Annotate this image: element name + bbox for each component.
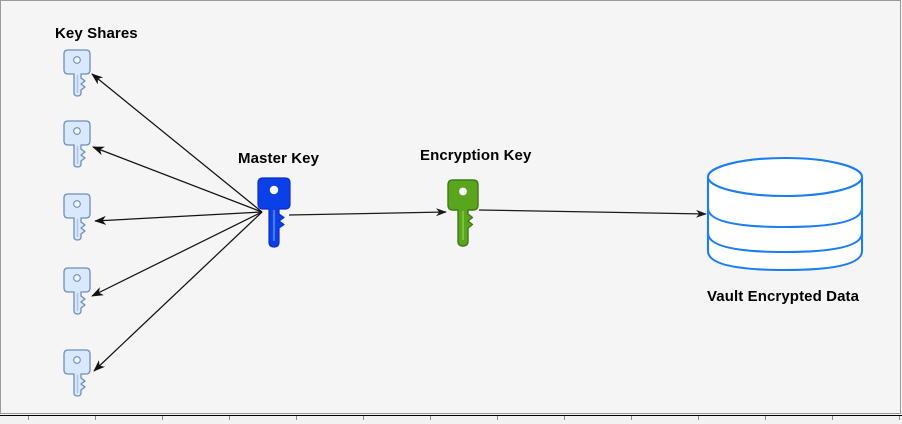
ruler-tick <box>698 416 699 420</box>
arrow-master-to-encryption <box>288 208 447 217</box>
bottom-ruler <box>0 415 902 424</box>
ruler-tick <box>229 416 230 420</box>
key-share-1-icon <box>63 49 91 97</box>
master-key-icon <box>257 177 291 248</box>
arrow-master-to-share-1 <box>91 73 263 213</box>
arrow-encryption-to-database <box>478 209 707 218</box>
key-share-2-icon <box>63 120 91 168</box>
arrow-master-to-share-4 <box>91 211 263 297</box>
ruler-tick <box>28 416 29 420</box>
key-shares-group <box>63 49 91 397</box>
ruler-tick <box>430 416 431 420</box>
ruler-tick <box>95 416 96 420</box>
ruler-tick <box>363 416 364 420</box>
vault-database-icon <box>706 156 864 272</box>
arrow-master-to-share-2 <box>92 146 263 213</box>
ruler-tick <box>497 416 498 420</box>
ruler-tick <box>631 416 632 420</box>
ruler-tick <box>832 416 833 420</box>
label-vault-encrypted-data: Vault Encrypted Data <box>707 288 860 305</box>
label-key-shares: Key Shares <box>55 25 138 42</box>
arrow-master-to-share-3 <box>94 211 263 225</box>
key-share-3-icon <box>63 193 91 241</box>
ruler-tick <box>899 416 900 420</box>
arrow-group-master-to-shares <box>91 73 263 372</box>
encryption-key-icon <box>447 179 479 247</box>
ruler-tick <box>765 416 766 420</box>
ruler-tick <box>162 416 163 420</box>
label-encryption-key: Encryption Key <box>420 147 532 164</box>
key-share-5-icon <box>63 349 91 397</box>
key-share-4-icon <box>63 267 91 315</box>
ruler-tick <box>296 416 297 420</box>
arrow-master-to-share-5 <box>93 211 263 372</box>
label-master-key: Master Key <box>238 150 320 167</box>
ruler-tick <box>564 416 565 420</box>
